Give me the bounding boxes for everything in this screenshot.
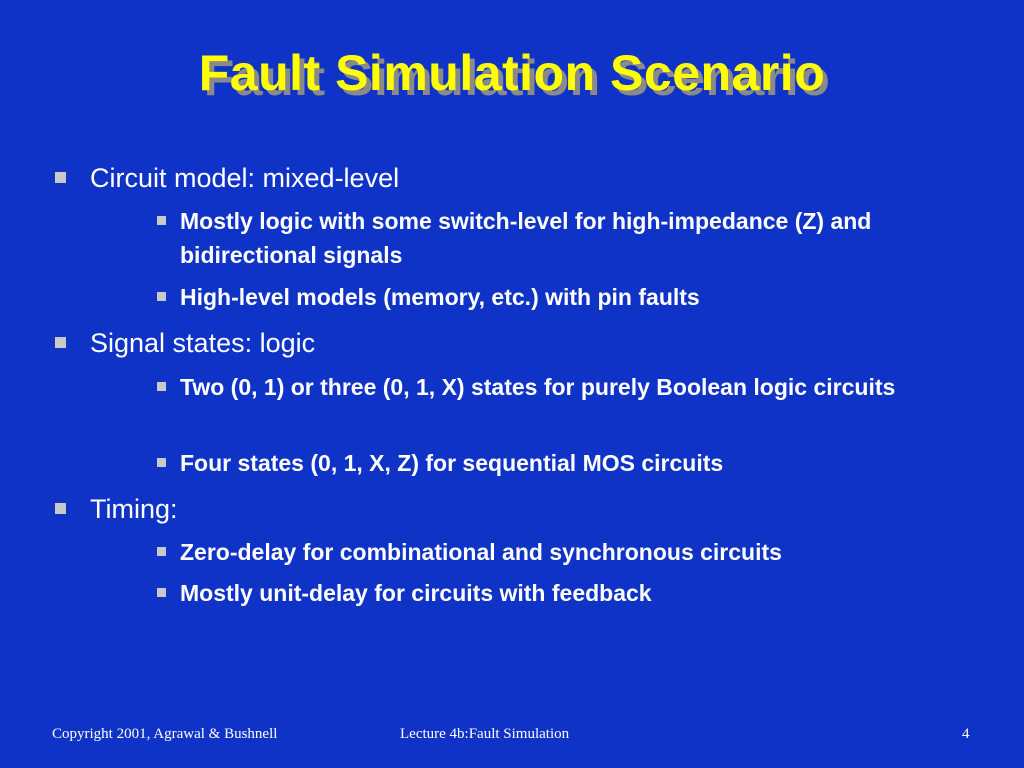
bullet-item: Two (0, 1) or three (0, 1, X) states for… (180, 374, 896, 400)
slide-title: Fault Simulation Scenario (198, 45, 826, 101)
bullet-icon (55, 337, 66, 348)
footer-page-number: 4 (962, 726, 970, 742)
bullet-icon (157, 547, 166, 556)
bullet-item: Four states (0, 1, X, Z) for sequential … (180, 450, 724, 476)
bullet-item: Mostly logic with some switch-level for … (180, 208, 872, 268)
bullet-icon (157, 588, 166, 597)
bullet-icon (157, 382, 166, 391)
bullet-item: Mostly unit-delay for circuits with feed… (180, 580, 652, 606)
bullet-item: High-level models (memory, etc.) with pi… (180, 284, 700, 310)
slide-content: Circuit model: mixed-level Mostly logic … (55, 163, 896, 606)
bullet-item: Zero-delay for combinational and synchro… (180, 539, 782, 565)
bullet-icon (157, 216, 166, 225)
title-area: Fault Simulation Scenario (0, 38, 1024, 118)
section-heading: Signal states: logic (90, 328, 316, 358)
bullet-icon (157, 292, 166, 301)
section-heading: Timing: (90, 494, 178, 524)
footer-lecture: Lecture 4b:Fault Simulation (400, 726, 570, 742)
footer-copyright: Copyright 2001, Agrawal & Bushnell (52, 726, 278, 742)
section-heading: Circuit model: mixed-level (90, 163, 400, 193)
bullet-icon (157, 458, 166, 467)
bullet-icon (55, 172, 66, 183)
bullet-icon (55, 503, 66, 514)
